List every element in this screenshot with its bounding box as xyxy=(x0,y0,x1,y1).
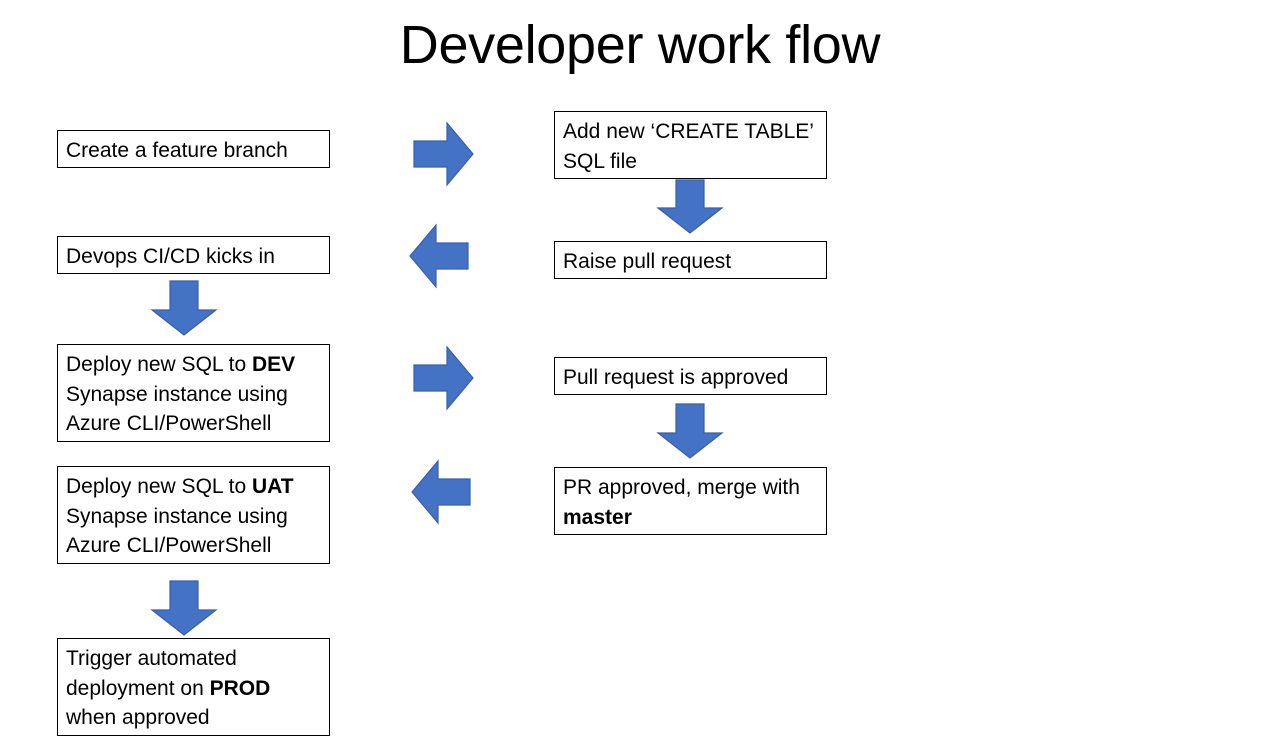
arrow-down-devops-to-dev xyxy=(150,280,218,336)
node-deploy-dev[interactable]: Deploy new SQL to DEV Synapse instance u… xyxy=(57,344,330,442)
node-deploy-dev-env: DEV xyxy=(252,353,296,376)
node-deploy-uat[interactable]: Deploy new SQL to UAT Synapse instance u… xyxy=(57,466,330,564)
node-deploy-uat-env: UAT xyxy=(252,475,294,498)
node-create-feature-branch-label: Create a feature branch xyxy=(66,139,288,162)
arrow-down-prapproved-to-merge xyxy=(656,403,724,459)
node-trigger-prod-line2: deployment on PROD xyxy=(66,674,329,704)
node-pull-request-approved[interactable]: Pull request is approved xyxy=(554,357,827,395)
node-deploy-uat-line1: Deploy new SQL to UAT xyxy=(66,472,329,502)
node-deploy-uat-line2: Synapse instance using xyxy=(66,504,288,528)
node-raise-pull-request[interactable]: Raise pull request xyxy=(554,241,827,279)
node-add-sql-file-line2: SQL file xyxy=(563,149,637,173)
arrow-right-create-to-add xyxy=(413,121,474,187)
node-trigger-prod-line1: Trigger automated xyxy=(66,647,237,670)
node-deploy-uat-line3: Azure CLI/PowerShell xyxy=(66,534,272,557)
node-trigger-prod-line2-prefix: deployment on xyxy=(66,676,210,700)
arrow-down-uat-to-prod xyxy=(150,580,218,636)
node-trigger-prod-env: PROD xyxy=(209,676,271,700)
node-deploy-dev-line2: Synapse instance using xyxy=(66,382,288,406)
node-pr-merge-master-line1: PR approved, merge with xyxy=(563,476,800,499)
node-deploy-dev-line3: Azure CLI/PowerShell xyxy=(66,412,272,435)
slide-canvas: Developer work flow Create a feature bra… xyxy=(57,15,881,736)
node-pr-merge-master-line2: master xyxy=(563,503,826,533)
node-add-sql-file-line1: Add new ‘CREATE TABLE’ xyxy=(563,120,814,143)
node-create-feature-branch[interactable]: Create a feature branch xyxy=(57,130,330,168)
arrow-left-merge-to-uat xyxy=(411,459,471,525)
node-deploy-dev-line1-prefix: Deploy new SQL to xyxy=(66,353,252,376)
node-pr-merge-master-branch: master xyxy=(563,505,632,529)
page-title: Developer work flow xyxy=(399,15,881,75)
arrow-down-add-to-raise xyxy=(656,179,724,234)
node-add-sql-file[interactable]: Add new ‘CREATE TABLE’ SQL file xyxy=(554,111,827,179)
node-deploy-dev-line1: Deploy new SQL to DEV xyxy=(66,350,329,380)
arrow-right-dev-to-prapproved xyxy=(413,345,474,411)
node-devops-cicd[interactable]: Devops CI/CD kicks in xyxy=(57,236,330,274)
node-raise-pull-request-label: Raise pull request xyxy=(563,250,732,273)
node-trigger-prod[interactable]: Trigger automated deployment on PROD whe… xyxy=(57,638,330,736)
node-trigger-prod-line3: when approved xyxy=(66,706,210,729)
node-deploy-uat-line1-prefix: Deploy new SQL to xyxy=(66,475,252,498)
node-devops-cicd-label: Devops CI/CD kicks in xyxy=(66,245,275,268)
arrow-left-raise-to-devops xyxy=(409,223,469,289)
node-pull-request-approved-label: Pull request is approved xyxy=(563,366,789,389)
node-pr-merge-master[interactable]: PR approved, merge with master xyxy=(554,467,827,535)
